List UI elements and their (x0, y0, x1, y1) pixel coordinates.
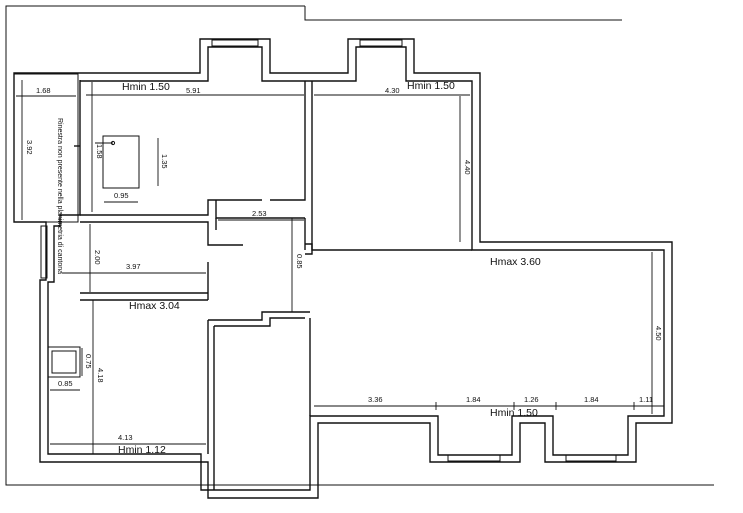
interior-walls (13, 73, 472, 490)
dimension-labels: 1.68 3.92 5.91 1.58 1.35 0.95 4.30 4.40 … (25, 86, 663, 442)
dim-4-40: 4.40 (463, 160, 472, 175)
label-hmin-top-left: Hmin 1.50 (122, 81, 170, 93)
dim-3-92: 3.92 (25, 140, 34, 155)
dim-4-13: 4.13 (118, 433, 133, 442)
dim-1-26: 1.26 (524, 395, 539, 404)
dim-1-84-a: 1.84 (466, 395, 481, 404)
label-hmin-top-right: Hmin 1.50 (407, 80, 455, 92)
site-boundary (5, 5, 714, 486)
dim-2-53: 2.53 (252, 209, 267, 218)
dim-1-35: 1.35 (160, 154, 169, 169)
dim-2-00: 2.00 (93, 250, 102, 265)
label-hmax-right: Hmax 3.60 (490, 256, 541, 268)
dim-4-18: 4.18 (96, 368, 105, 383)
dim-1-84-b: 1.84 (584, 395, 599, 404)
exterior-walls (13, 38, 673, 499)
fixtures (47, 135, 140, 378)
label-hmin-right-bottom: Hmin 1.50 (490, 407, 538, 419)
dim-1-68: 1.68 (36, 86, 51, 95)
dim-3-36: 3.36 (368, 395, 383, 404)
dim-1-11: 1.11 (639, 395, 653, 404)
dim-0-85-vertical: 0.85 (295, 254, 304, 269)
room-height-labels: Hmin 1.50 Hmin 1.50 Hmax 3.60 Hmax 3.04 … (118, 80, 541, 456)
fixture-box-bottom (47, 346, 81, 378)
dim-0-95: 0.95 (114, 191, 129, 200)
dim-3-97: 3.97 (126, 262, 141, 271)
dim-0-85: 0.85 (58, 379, 73, 388)
label-hmax-left-middle: Hmax 3.04 (129, 300, 180, 312)
dim-1-58: 1.58 (95, 144, 104, 159)
window-note: Rinestra non presente nella planimetria … (56, 118, 63, 274)
fixture-box-top (102, 135, 140, 189)
dimension-lines (16, 80, 664, 454)
dim-4-50: 4.50 (654, 326, 663, 341)
dim-0-75: 0.75 (84, 354, 93, 369)
dim-4-30: 4.30 (385, 86, 400, 95)
dim-5-91: 5.91 (186, 86, 201, 95)
label-hmin-bottom-left: Hmin 1.12 (118, 444, 166, 456)
